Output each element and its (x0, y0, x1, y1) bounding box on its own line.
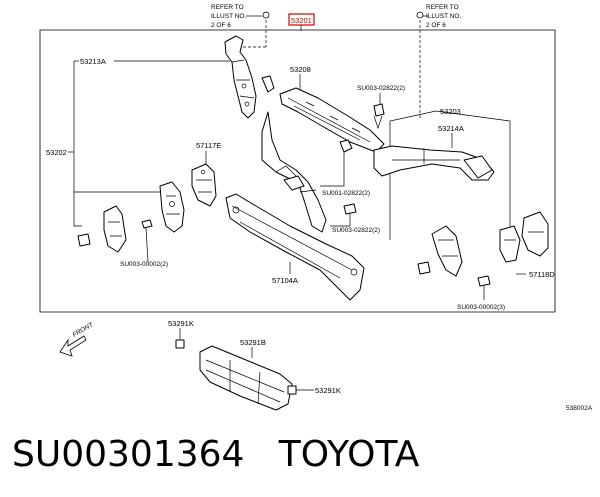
part-number: SU00301364 (12, 434, 245, 475)
lower-cross-member-57104A (225, 193, 365, 301)
center-vertical-support (261, 111, 327, 233)
svg-text:2 OF 6: 2 OF 6 (426, 22, 446, 29)
svg-text:ILLUST NO.: ILLUST NO. (426, 13, 461, 20)
label-53202: 53202 (46, 148, 67, 157)
label-57118D: 57118D (529, 270, 555, 279)
label-53291K-top: 53291K (168, 319, 194, 328)
label-su003-02822-mid: SU003-02822(2) (332, 227, 380, 234)
support-left-lower (77, 181, 185, 253)
svg-text:2 OF 6: 2 OF 6 (211, 22, 231, 29)
refer-note-left: REFER TO ILLUST NO. 2 OF 6 (211, 4, 270, 48)
label-53291B: 53291B (240, 338, 266, 347)
part-caption: SU00301364 TOYOTA (12, 434, 419, 475)
bolt-su003-00002-left (141, 219, 153, 263)
label-53208: 53208 (290, 65, 311, 74)
svg-text:ILLUST NO.: ILLUST NO. (211, 13, 246, 20)
brand-name: TOYOTA (278, 434, 420, 475)
label-su003-02822-top: SU003-02822(2) (357, 85, 405, 92)
label-su003-00002-left: SU003-00002(2) (120, 261, 168, 268)
svg-text:REFER TO: REFER TO (211, 4, 244, 11)
upper-support-53214A (373, 145, 495, 181)
diagram-frame (39, 29, 556, 313)
bolt-su001-02822 (339, 139, 353, 153)
upper-cross-member-53208 (261, 75, 385, 153)
lower-shield-53291B (199, 345, 293, 411)
support-right-lower (417, 211, 549, 277)
bolt-su003-02822-mid (343, 203, 357, 215)
label-57104A: 57104A (272, 276, 298, 285)
label-su003-00002-right: SU003-00002(3) (457, 304, 505, 311)
diagram-ref-code: 538002A (566, 405, 593, 412)
bracket-57117E (191, 163, 217, 207)
bolt-su003-00002-right (477, 275, 491, 300)
label-su001-02822: SU001-02822(2) (322, 190, 370, 197)
bolt-su003-02822-top (373, 103, 385, 130)
label-53214A: 53214A (438, 124, 464, 133)
highlight-label-53201[interactable]: 53201 (288, 13, 315, 31)
refer-note-right: REFER TO ILLUST NO. 2 OF 6 (416, 4, 461, 118)
label-57117E: 57117E (196, 141, 221, 150)
bracket-53213A (224, 35, 257, 119)
label-53213A: 53213A (80, 57, 106, 66)
svg-text:53201: 53201 (291, 16, 312, 25)
label-53291K-bottom: 53291K (315, 386, 341, 395)
svg-text:REFER TO: REFER TO (426, 4, 459, 11)
label-53203: 53203 (440, 107, 461, 116)
front-arrow-icon: FRONT (59, 321, 95, 357)
